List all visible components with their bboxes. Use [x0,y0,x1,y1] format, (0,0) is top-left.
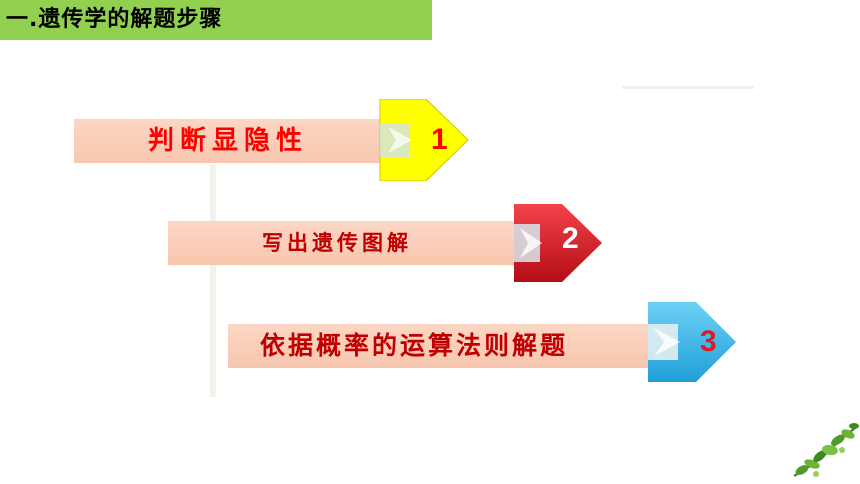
arrow-icon-step-2 [514,204,602,282]
arrow-icon-step-1 [379,99,469,181]
step-number-1: 1 [431,123,448,156]
leafy-vine-icon [793,423,859,477]
arrow-icon-step-3 [648,302,736,382]
step-bar-3: 依据概率的运算法则解题 [228,324,660,368]
background-line [622,86,754,89]
step-label-2: 写出遗传图解 [262,230,412,255]
page-title: 一.遗传学的解题步骤 [6,7,223,32]
step-bar-1: 判断显隐性 [74,119,392,163]
step-number-2: 2 [562,222,579,255]
step-bar-2: 写出遗传图解 [168,221,520,265]
background-line [210,165,216,397]
step-label-3: 依据概率的运算法则解题 [260,331,569,360]
step-number-3: 3 [700,325,717,358]
step-label-1: 判断显隐性 [148,126,309,156]
title-bar: 一.遗传学的解题步骤 [0,0,432,40]
